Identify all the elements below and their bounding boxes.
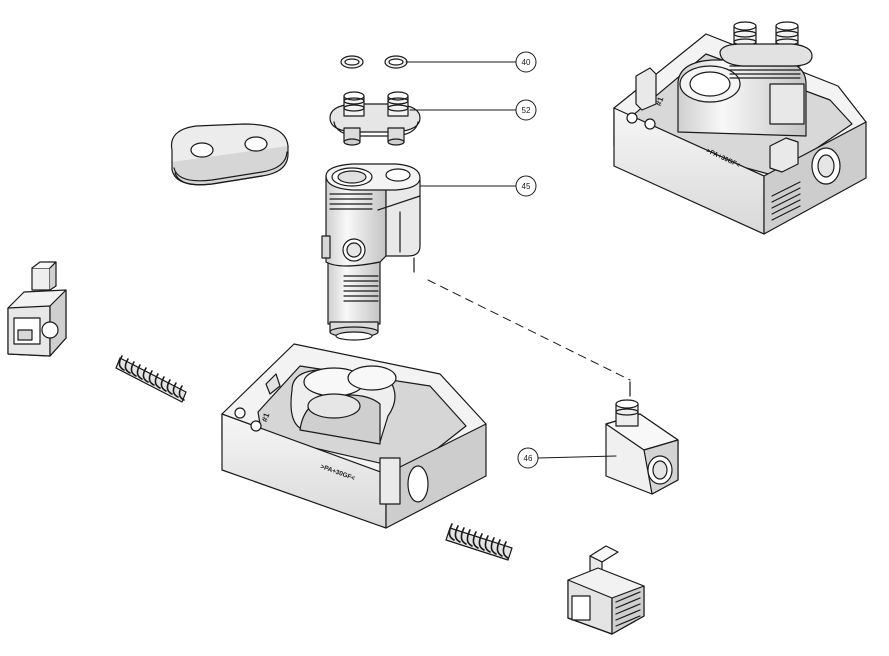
o-ring-pair xyxy=(340,55,408,69)
callout-40-label: 40 xyxy=(522,58,531,67)
callout-bubbles xyxy=(515,51,539,469)
release-clip-left xyxy=(7,261,67,357)
callout-40-circle xyxy=(515,51,537,73)
housing-assembled xyxy=(613,21,867,235)
housing-bottom xyxy=(221,343,487,529)
leader-46 xyxy=(537,455,617,459)
callout-46-label: 46 xyxy=(524,454,533,463)
housing-top-id: #1 xyxy=(654,95,666,107)
callout-46-circle xyxy=(517,447,539,469)
valve-body-part xyxy=(321,163,421,341)
compression-spring-left xyxy=(115,355,187,403)
callout-45-circle xyxy=(515,175,537,197)
leader-lines xyxy=(405,61,617,459)
release-clip-right xyxy=(567,545,645,635)
elbow-fitting-part xyxy=(605,381,679,495)
housing-bottom-id: #1 xyxy=(260,411,272,423)
figure-eight-seal-pad xyxy=(170,123,289,186)
callout-52-circle xyxy=(515,99,537,121)
compression-spring-right xyxy=(445,523,513,561)
callout-45-label: 45 xyxy=(522,182,531,191)
alignment-dashed-line xyxy=(427,279,631,381)
double-fitting-part xyxy=(329,91,421,146)
callout-52-label: 52 xyxy=(522,106,531,115)
